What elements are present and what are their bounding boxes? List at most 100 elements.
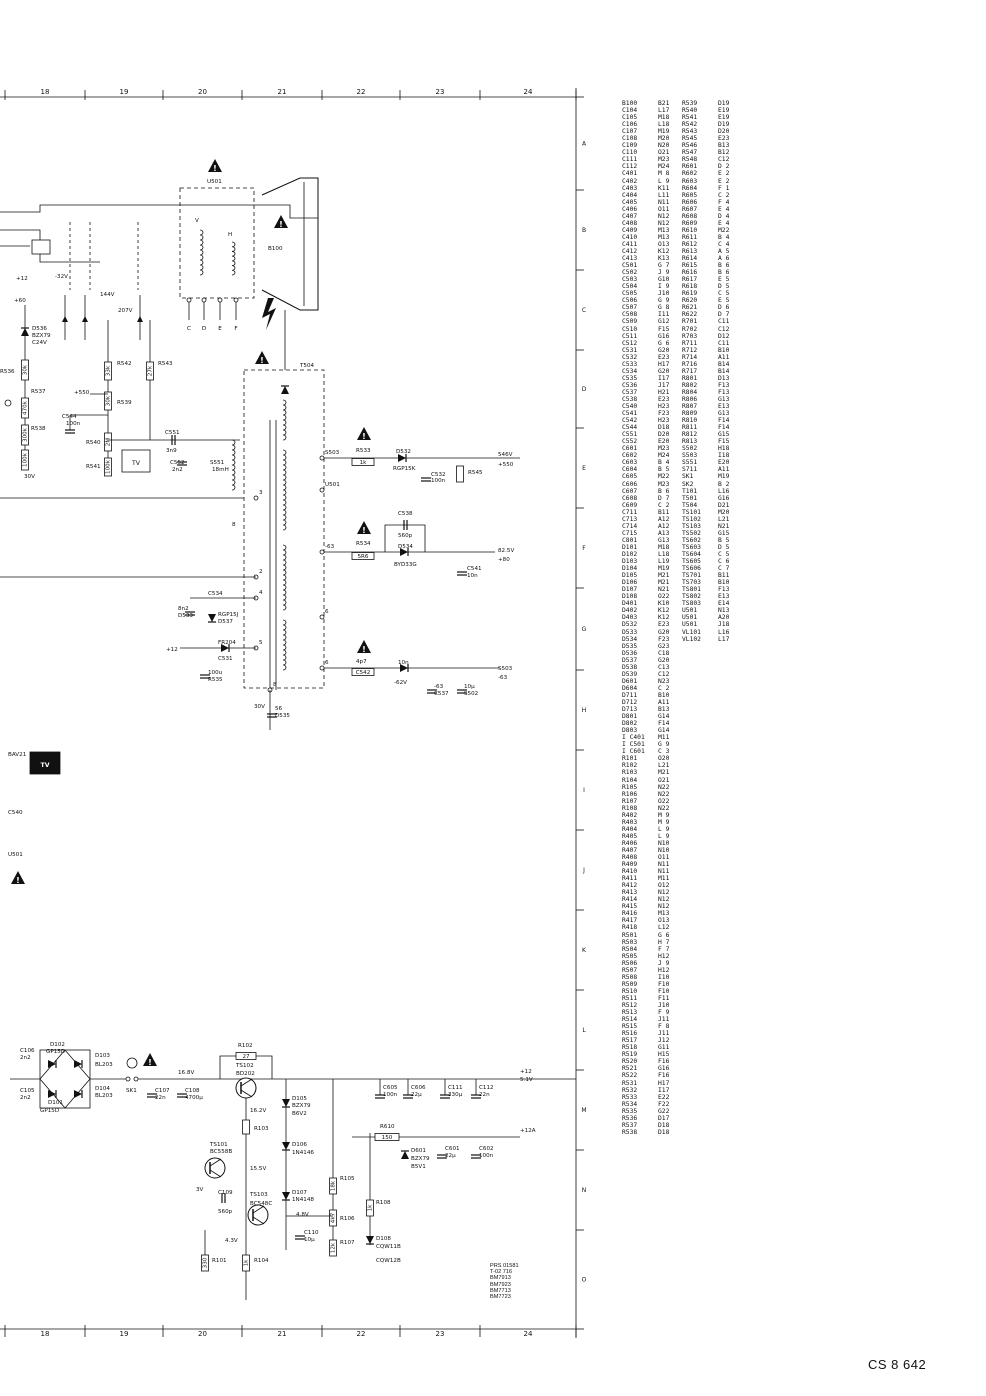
component-designator: D534 <box>622 635 638 643</box>
component-designator: C602 <box>622 452 638 460</box>
component-designator: R547 <box>682 149 698 157</box>
c111-value: 330µ <box>448 1092 463 1098</box>
component-designator: R519 <box>622 1051 638 1059</box>
column-number-top: 18 <box>41 88 50 96</box>
component-designator: C534 <box>622 367 638 375</box>
component-designator: D533 <box>622 628 638 636</box>
resistor-r536-value: 30k <box>23 364 29 375</box>
grid-location: N20 <box>658 142 670 150</box>
grid-location: B 2 <box>718 480 730 488</box>
component-designator: R416 <box>622 910 638 918</box>
grid-location: D18 <box>658 1128 670 1136</box>
grid-location: A12 <box>658 515 670 523</box>
t504-pin <box>319 455 325 461</box>
reference-row: R541 E19 <box>682 114 740 121</box>
c552-value: 2n2 <box>172 467 183 473</box>
light-sensor-icon <box>4 399 12 407</box>
t504-pin <box>319 487 325 493</box>
grid-location: J17 <box>658 381 670 389</box>
t504-pin <box>319 614 325 620</box>
voltage-label: 16.8V <box>178 1070 194 1076</box>
component-designator: D105 <box>622 572 638 580</box>
t504-winding <box>282 399 287 441</box>
c540-label: -63 <box>434 684 444 690</box>
component-designator: C110 <box>622 149 638 157</box>
grid-location: B10 <box>718 346 730 354</box>
grid-location: I10 <box>658 973 670 981</box>
grid-location: M22 <box>718 226 730 234</box>
row-letter: C <box>582 307 586 314</box>
component-designator: TS606 <box>682 565 701 573</box>
component-designator: C531 <box>622 346 638 354</box>
d105-label: D105 <box>292 1096 307 1102</box>
grid-location: D20 <box>718 128 730 136</box>
diode-d101 <box>48 1090 56 1098</box>
grid-location: C11 <box>718 318 730 326</box>
t504-pin-number: 8 <box>273 682 277 688</box>
c109-value: 560p <box>218 1209 233 1215</box>
r105-label: R105 <box>340 1176 355 1182</box>
grid-location: M11 <box>658 875 670 883</box>
grid-location: F16 <box>658 1072 670 1080</box>
warning-triangle-icon <box>143 1053 157 1066</box>
component-designator: U501 <box>682 614 698 622</box>
c532-value: 100n <box>431 478 446 484</box>
grid-location: D19 <box>718 121 730 129</box>
sk1-label: SK1 <box>126 1088 137 1094</box>
c544-value: 100n <box>66 421 81 427</box>
grid-location: F10 <box>658 980 670 988</box>
component-designator: TS703 <box>682 579 701 587</box>
component-designator: R418 <box>622 924 638 932</box>
r101-label: R101 <box>212 1258 227 1264</box>
c537-value: D535 <box>275 713 290 719</box>
grid-location: A 5 <box>718 247 730 255</box>
warning-triangle-icon <box>11 871 25 884</box>
component-designator: R541 <box>682 114 698 122</box>
column-number-top: 23 <box>436 88 445 96</box>
grid-location: K13 <box>658 255 670 263</box>
component-designator: R620 <box>682 297 698 305</box>
grid-location: O13 <box>658 917 670 925</box>
component-designator: R102 <box>622 762 638 770</box>
component-designator: D107 <box>622 586 638 594</box>
row-letter: N <box>582 1187 587 1194</box>
component-designator: R614 <box>682 255 698 263</box>
component-designator: R522 <box>622 1072 638 1080</box>
d536-voltage: C24V <box>32 340 47 346</box>
component-designator: TS102 <box>682 515 701 523</box>
d601-label: D601 <box>411 1148 426 1154</box>
grid-location: G14 <box>658 727 670 735</box>
c552-label: C552 <box>170 460 185 466</box>
component-designator: C506 <box>622 297 638 305</box>
grid-location: E19 <box>718 114 730 122</box>
